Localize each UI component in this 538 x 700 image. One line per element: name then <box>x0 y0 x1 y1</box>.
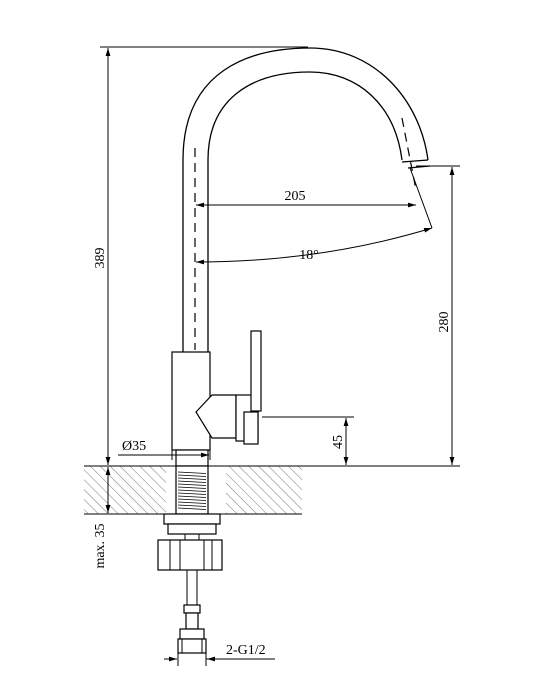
thread-line <box>177 471 207 474</box>
thread-line <box>177 501 207 504</box>
thread-line <box>177 486 207 489</box>
lever-handle <box>195 330 262 445</box>
thread-line <box>177 474 207 477</box>
dimension-swivel-angle-label: 18° <box>299 248 319 263</box>
dimension-spout-reach-label: 205 <box>285 189 306 204</box>
thread-line <box>177 504 207 507</box>
thread-line <box>177 507 207 510</box>
dimension-lever-height <box>262 416 354 465</box>
dimension-spout-height-label: 280 <box>437 312 452 333</box>
dimension-lever-height-label: 45 <box>331 435 346 449</box>
dimension-total-height-label: 389 <box>93 248 108 269</box>
dimension-spout-height <box>266 165 460 467</box>
thread-line <box>177 498 207 501</box>
thread-line <box>177 480 207 483</box>
dimension-max-thickness <box>100 467 160 515</box>
dimension-body-diameter <box>118 448 211 460</box>
lock-nut <box>157 539 223 571</box>
spout-outline <box>182 47 431 352</box>
thread-line <box>177 489 207 492</box>
dimension-hose-connection <box>164 652 275 666</box>
dimension-body-diameter-label: Ø35 <box>122 439 146 454</box>
dimension-swivel-angle <box>195 167 433 265</box>
countertop-section <box>84 465 302 515</box>
dimension-hose-connection-label: 2-G1/2 <box>226 643 266 658</box>
threaded-shank <box>163 465 221 540</box>
flexible-hose <box>177 570 207 654</box>
dimension-total-height <box>100 46 308 467</box>
center-lines <box>194 117 417 350</box>
dimension-max-thickness-label: max. 35 <box>93 523 108 568</box>
thread-line <box>177 495 207 498</box>
thread-line <box>177 483 207 486</box>
thread-line <box>177 477 207 480</box>
thread-line <box>177 492 207 495</box>
